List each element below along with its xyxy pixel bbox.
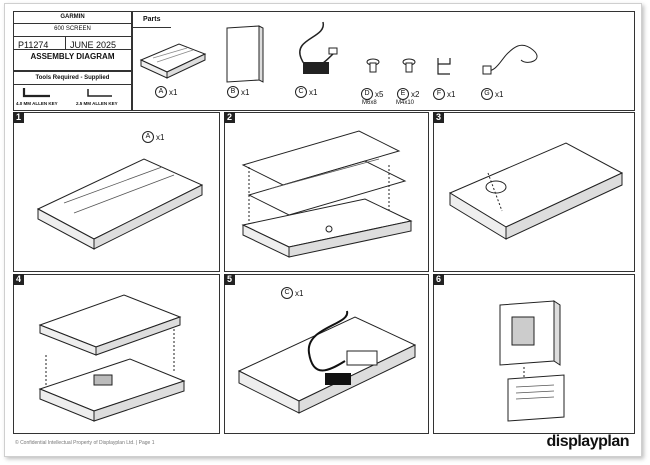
part-g-cable-illustration — [482, 44, 538, 75]
parts-heading: Parts — [143, 16, 161, 23]
part-d-screw-icon — [366, 58, 380, 73]
step-2-assembly-illustration — [241, 130, 413, 258]
allen-key-4mm-icon — [22, 88, 50, 98]
confidential-notice: © Confidential Intellectual Property of … — [15, 440, 155, 446]
tools-block: Tools Required - Supplied 4.0 MM ALLEN K… — [13, 71, 132, 111]
product-code: P11274 — [18, 40, 49, 50]
part-a-stand-illustration — [139, 43, 207, 79]
company-logo: displayplan — [546, 433, 629, 450]
part-f-bracket-icon — [437, 58, 451, 75]
step-4-assembly-illustration — [38, 294, 186, 422]
title-block: GARMIN 600 SCREEN P11274 JUNE 2025 ASSEM… — [13, 11, 132, 71]
step-6-screen-illustration — [499, 300, 565, 422]
step-number: 3 — [433, 112, 444, 123]
document-date: JUNE 2025 — [70, 40, 117, 50]
assembly-sheet: GARMIN 600 SCREEN P11274 JUNE 2025 ASSEM… — [4, 3, 642, 457]
part-e-screw-icon — [402, 58, 416, 73]
step-3-assembly-illustration — [448, 142, 624, 240]
allen-key-2-5mm-icon — [87, 89, 112, 97]
step-number: 6 — [433, 274, 444, 285]
step-number: 5 — [224, 274, 235, 285]
part-spec-e: M4x10 — [396, 100, 415, 106]
brand-name: GARMIN — [60, 14, 85, 20]
part-spec-d: M6x8 — [362, 100, 377, 106]
step-4-panel: 4 — [13, 274, 220, 434]
product-name: 600 SCREEN — [54, 26, 91, 32]
tool-label-4mm: 4.0 MM ALLEN KEY — [16, 101, 58, 106]
document-title: ASSEMBLY DIAGRAM — [30, 52, 115, 61]
tools-heading: Tools Required - Supplied — [35, 75, 110, 81]
step-number: 1 — [13, 112, 24, 123]
part-c-power-supply-illustration — [299, 21, 338, 74]
tool-label-2-5mm: 2.5 MM ALLEN KEY — [76, 101, 118, 106]
part-b-panel-illustration — [226, 25, 264, 83]
step-6-panel: 6 — [433, 274, 635, 434]
step-3-panel: 3 — [433, 112, 635, 272]
step-number: 2 — [224, 112, 235, 123]
step-number: 4 — [13, 274, 24, 285]
parts-block: Parts — [132, 11, 635, 111]
step-5-wiring-illustration — [237, 310, 417, 414]
step-2-panel: 2 — [224, 112, 429, 272]
step-1-stand-illustration — [36, 158, 204, 250]
